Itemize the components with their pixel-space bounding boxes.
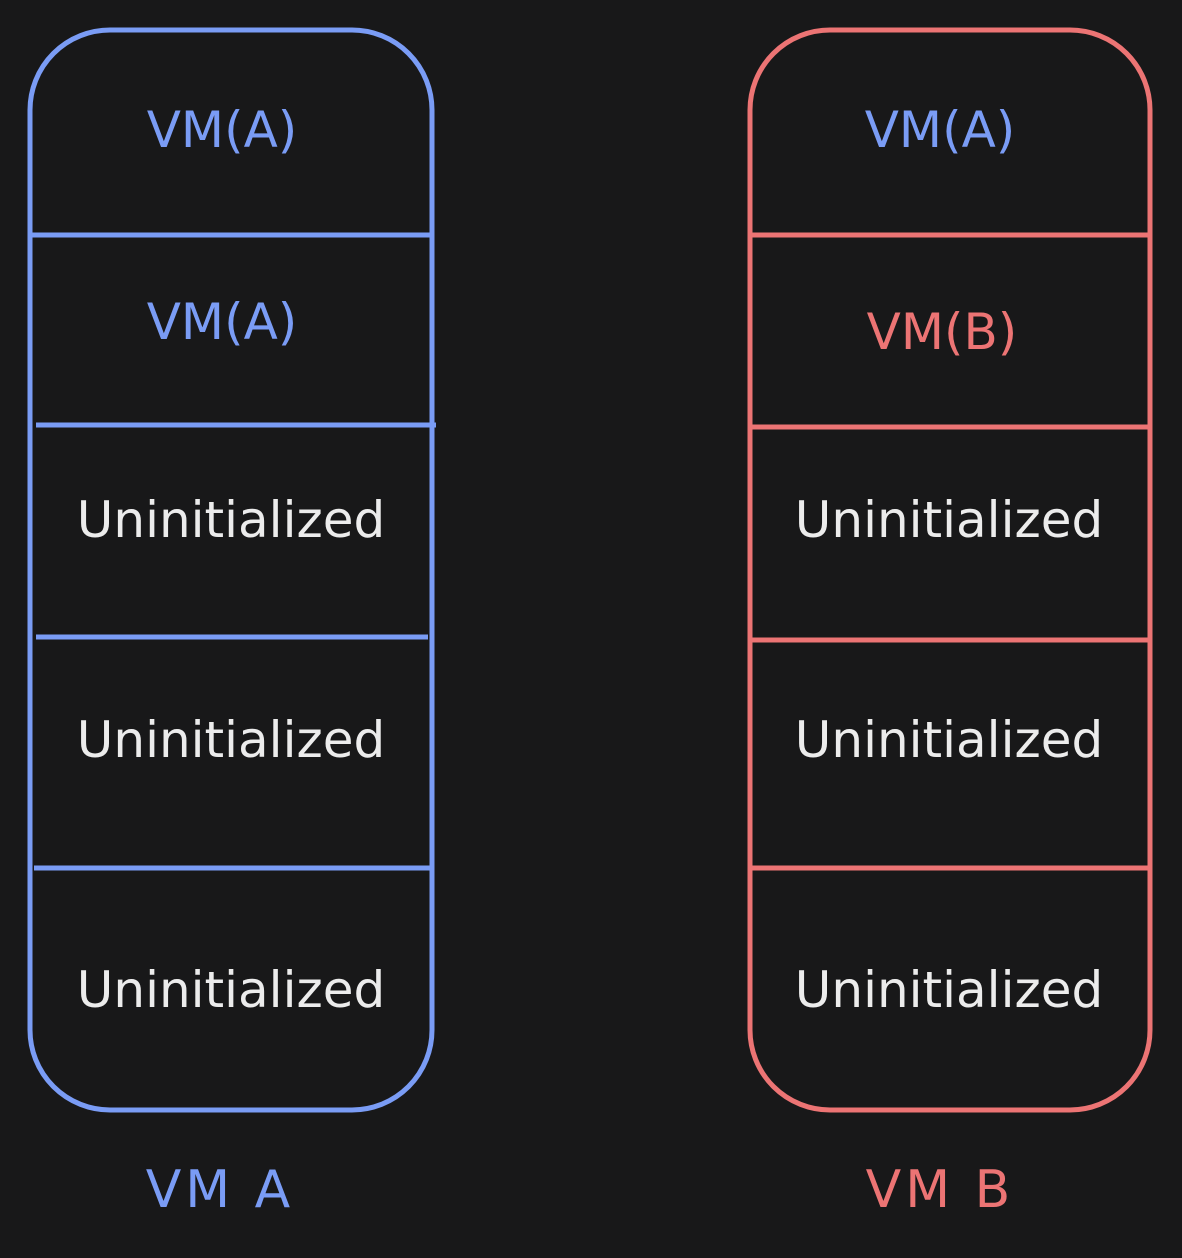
column-vm-a: VM(A) VM(A) Uninitialized Uninitialized … — [27, 27, 436, 1220]
cell-label: VM(A) — [865, 101, 1016, 159]
cell-label: Uninitialized — [795, 711, 1103, 769]
cell-label: Uninitialized — [77, 711, 385, 769]
cell-label: Uninitialized — [795, 491, 1103, 549]
column-vm-b: VM(A) VM(B) Uninitialized Uninitialized … — [747, 27, 1153, 1220]
column-vm-a-caption: VM A — [146, 1160, 295, 1220]
column-vm-b-caption: VM B — [866, 1160, 1015, 1220]
cell-label: VM(A) — [147, 101, 298, 159]
cell-label: VM(A) — [147, 293, 298, 351]
cell-label: VM(B) — [867, 303, 1018, 361]
cell-label: Uninitialized — [77, 491, 385, 549]
cell-label: Uninitialized — [795, 961, 1103, 1019]
cell-label: Uninitialized — [77, 961, 385, 1019]
column-vm-a-border — [27, 27, 435, 1113]
column-vm-b-border — [747, 27, 1153, 1113]
